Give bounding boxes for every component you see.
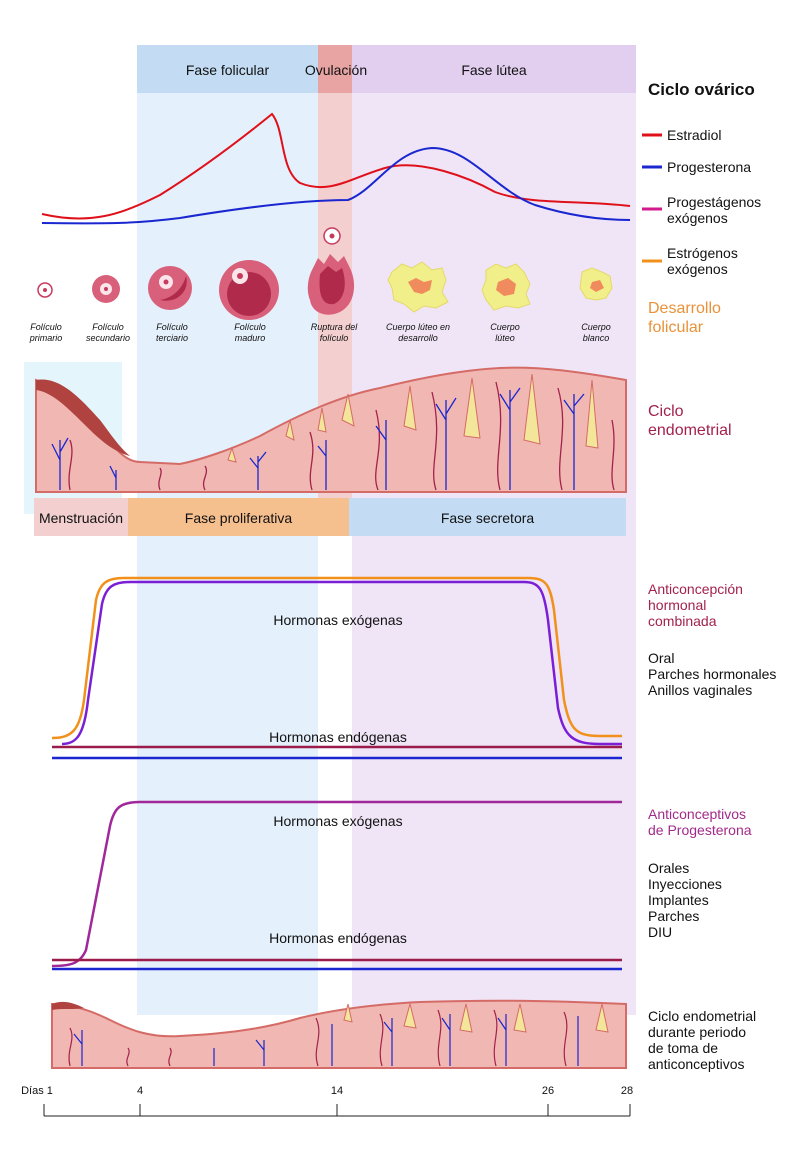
follicular-development-label: Desarrollo folicular — [648, 300, 721, 336]
luteal-header-bar — [352, 45, 636, 93]
legend-exo-progestin: Progestágenos exógenos — [667, 194, 762, 226]
label-cuerpo-blanco: Cuerpo blanco — [581, 322, 611, 343]
follicular-phase-label: Fase folicular — [185, 62, 270, 78]
corpus-luteum-developing — [387, 261, 449, 313]
endogenous-hormones-label-1: Hormonas endógenas — [269, 729, 407, 745]
glands-lower — [343, 1002, 609, 1033]
exo-progestin-curve-2 — [51, 800, 622, 968]
exogenous-hormones-label-2: Hormonas exógenas — [273, 813, 403, 829]
main-title: Ciclo ovárico — [648, 80, 755, 99]
follicle-tertiary — [148, 266, 192, 310]
combined-methods-list: Oral Parches hormonales Anillos vaginale… — [648, 650, 777, 698]
ovulation-header-bar — [318, 45, 352, 93]
exo-progestin-curve-1 — [61, 580, 622, 746]
legend-estradiol: Estradiol — [667, 127, 722, 143]
proliferative-phase-label: Fase proliferativa — [184, 510, 293, 526]
lower-shedding — [52, 1001, 84, 1010]
menstruation-band — [34, 498, 128, 536]
exo-estrogen-curve-1 — [51, 576, 622, 740]
label-cuerpo-luteo: Cuerpo lúteo — [490, 322, 520, 343]
menstrual-shedding — [36, 379, 130, 456]
day-axis — [43, 1104, 631, 1117]
endometrial-contraceptive-label: Ciclo endometrial durante periodo de tom… — [648, 1008, 757, 1072]
label-folliculo-secundario: Folículo secundario — [85, 322, 131, 343]
endometrial-cycle-label: Ciclo endometrial — [648, 403, 732, 439]
legend-exo-estrogen: Estrógenos exógenos — [667, 245, 738, 277]
corpus-luteum — [481, 263, 531, 311]
endometrium-lower — [51, 999, 627, 1069]
axis-tick-28: 28 — [620, 1085, 634, 1097]
luteal-phase-label: Fase lútea — [461, 62, 527, 78]
axis-tick-4: 4 — [136, 1085, 144, 1097]
label-ruptura-folliculo: Ruptura del folículo — [310, 322, 358, 343]
follicular-header-bar — [137, 45, 318, 93]
progestin-methods-list: Orales Inyecciones Implantes Parches DIU — [648, 860, 722, 940]
label-folliculo-primario: Folículo primario — [29, 322, 63, 343]
combined-contraception-label: Anticoncepción hormonal combinada — [648, 581, 743, 629]
menstruation-label: Menstruación — [38, 510, 124, 526]
progesterone-curve — [41, 146, 631, 225]
corpus-albicans — [579, 267, 613, 301]
follicle-secondary — [92, 275, 120, 303]
exogenous-hormones-label-1: Hormonas exógenas — [273, 612, 403, 628]
progestin-contraception-label: Anticonceptivos de Progesterona — [648, 806, 752, 838]
estradiol-curve — [41, 112, 631, 220]
endogenous-hormones-label-2: Hormonas endógenas — [269, 930, 407, 946]
axis-tick-14: 14 — [330, 1085, 344, 1097]
label-cuerpo-luteo-desarrollo: Cuerpo lúteo en desarrollo — [385, 322, 451, 343]
secretory-phase-label: Fase secretora — [440, 510, 535, 526]
label-folliculo-maduro: Folículo maduro — [234, 322, 266, 343]
follicle-primary — [37, 282, 53, 298]
vessels-lower — [68, 1009, 579, 1067]
vessels-upper — [51, 381, 615, 491]
secretory-band — [349, 498, 626, 536]
label-folliculo-terciario: Folículo terciario — [155, 322, 188, 343]
follicle-rupture — [307, 227, 355, 315]
axis-days-label: Días 1 — [21, 1085, 53, 1097]
axis-tick-26: 26 — [541, 1085, 555, 1097]
legend-progesterone: Progesterona — [667, 159, 752, 175]
follicle-mature — [219, 260, 279, 320]
ovulation-label: Ovulación — [304, 62, 368, 78]
glands-upper — [227, 373, 599, 463]
proliferative-band — [128, 498, 349, 536]
